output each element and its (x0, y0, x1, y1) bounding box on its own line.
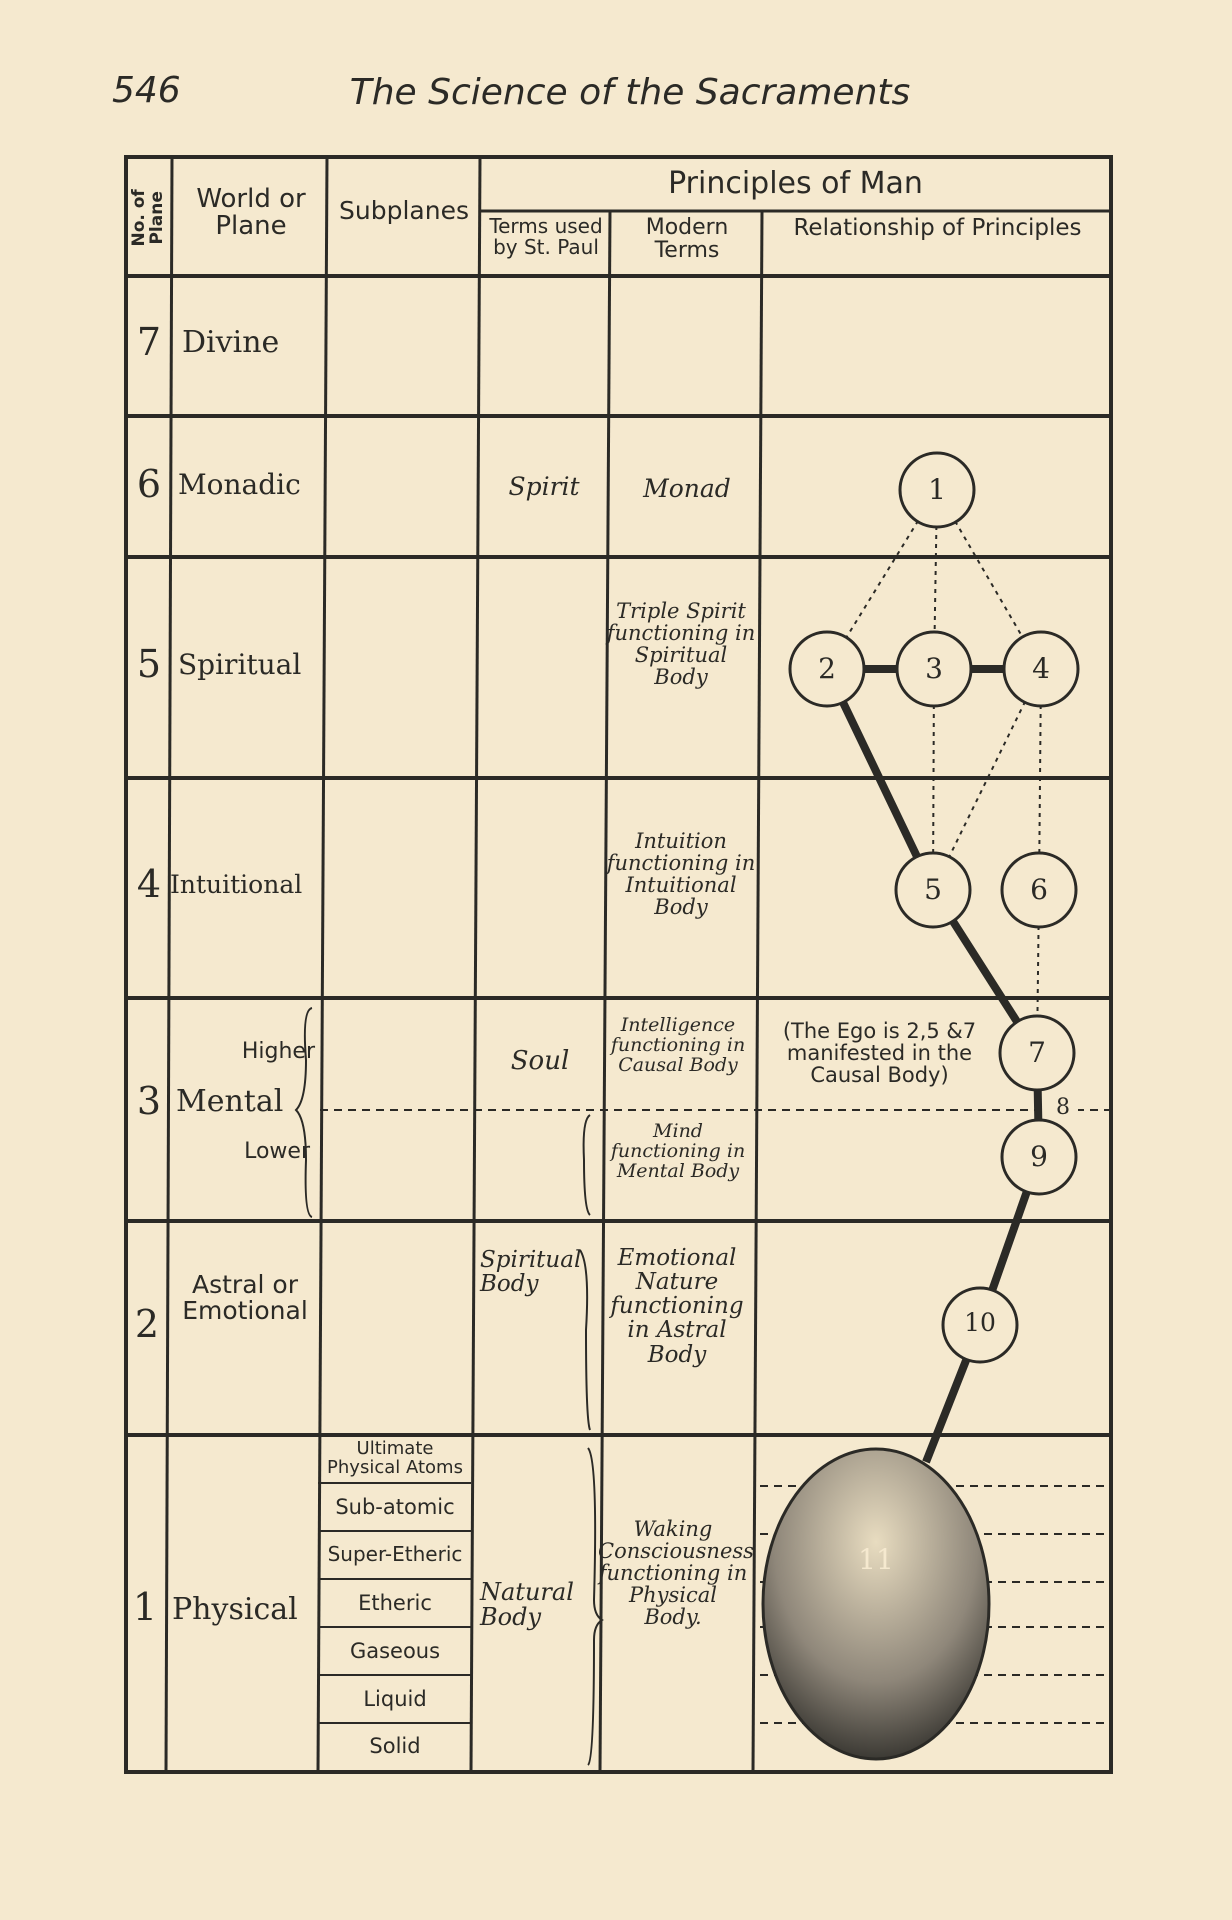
plane-name-1: Physical (172, 1592, 298, 1627)
modern-waking-consciousness: Waking Consciousness functioning in Phys… (598, 1517, 754, 1630)
header-principles-of-man: Principles of Man (668, 166, 923, 201)
principle-8-label: 8 (1048, 1096, 1078, 1119)
plane-name-2: Astral or Emotional (182, 1270, 308, 1326)
plane-number-2: 2 (134, 1302, 160, 1346)
principle-4-label: 4 (1032, 652, 1050, 685)
paul-natural-body: Natural Body (480, 1578, 574, 1632)
mental-lower-label: Lower (244, 1139, 310, 1164)
modern-intelligence: Intelligence functioning in Causal Body (610, 1014, 746, 1076)
plane-number-1: 1 (132, 1585, 158, 1629)
principle-10-circle (941, 1286, 1019, 1364)
principle-3-label: 3 (925, 652, 943, 685)
plane-number-7: 7 (136, 320, 162, 364)
principle-5-circle (894, 851, 972, 929)
modern-mind: Mind functioning in Mental Body (610, 1120, 746, 1182)
plane-number-6: 6 (136, 462, 162, 506)
header-modern-terms: Modern Terms (645, 215, 729, 264)
plane-name-4: Intuitional (170, 870, 303, 899)
plane-number-3: 3 (136, 1079, 162, 1123)
principle-9-label: 9 (1030, 1140, 1048, 1173)
subplane-etheric: Etheric (358, 1591, 432, 1615)
header-world-or-plane: World or Plane (196, 184, 306, 242)
modern-emotional-nature: Emotional Nature functioning in Astral B… (610, 1245, 744, 1368)
header-no-of-plane: No. of Plane (129, 189, 167, 247)
header-subplanes: Subplanes (339, 196, 469, 225)
principle-11-ellipse (761, 1447, 991, 1761)
principle-7-label: 7 (1028, 1036, 1046, 1069)
mental-higher-label: Higher (241, 1039, 315, 1064)
principle-10-label: 10 (964, 1308, 996, 1337)
modern-triple-spirit: Triple Spirit functioning in Spiritual B… (606, 599, 756, 690)
subplane-super-etheric: Super-Etheric (327, 1542, 463, 1566)
header-relationship: Relationship of Principles (793, 215, 1082, 241)
modern-monad: Monad (643, 474, 731, 503)
subplane-solid: Solid (369, 1734, 421, 1758)
principle-5-label: 5 (924, 873, 942, 906)
modern-intuition: Intuition functioning in Intuitional Bod… (606, 829, 756, 920)
plane-name-6: Monadic (178, 468, 301, 501)
page-title: The Science of the Sacraments (349, 72, 911, 113)
principle-11-label: 11 (858, 1543, 894, 1576)
principle-6-label: 6 (1030, 873, 1048, 906)
plane-number-5: 5 (136, 642, 162, 686)
principle-1-circle (898, 451, 976, 529)
subplane-sub-atomic: Sub-atomic (335, 1495, 455, 1519)
plane-name-5: Spiritual (178, 648, 302, 681)
principle-4-circle (1002, 630, 1080, 708)
ego-note: (The Ego is 2,5 &7 manifested in the Cau… (782, 1019, 977, 1088)
subplane-gaseous: Gaseous (349, 1639, 441, 1663)
principle-3-circle (895, 630, 973, 708)
principle-6-circle (1000, 851, 1078, 929)
principle-1-label: 1 (928, 473, 946, 506)
principle-2-circle (788, 630, 866, 708)
principle-9-circle (1000, 1118, 1078, 1196)
paul-soul: Soul (510, 1046, 570, 1076)
plane-name-7: Divine (182, 325, 280, 360)
page-number: 546 (112, 70, 181, 111)
subplane-liquid: Liquid (363, 1687, 427, 1711)
principle-7-circle (998, 1014, 1076, 1092)
paul-spirit: Spirit (508, 472, 580, 501)
principle-2-label: 2 (818, 652, 836, 685)
plane-name-3: Mental (176, 1084, 284, 1119)
paul-spiritual-body: Spiritual Body (480, 1247, 582, 1298)
plane-number-4: 4 (136, 862, 162, 906)
subplane-ultimate: Ultimate Physical Atoms (327, 1438, 463, 1478)
header-terms-st-paul: Terms used by St. Paul (489, 214, 603, 259)
